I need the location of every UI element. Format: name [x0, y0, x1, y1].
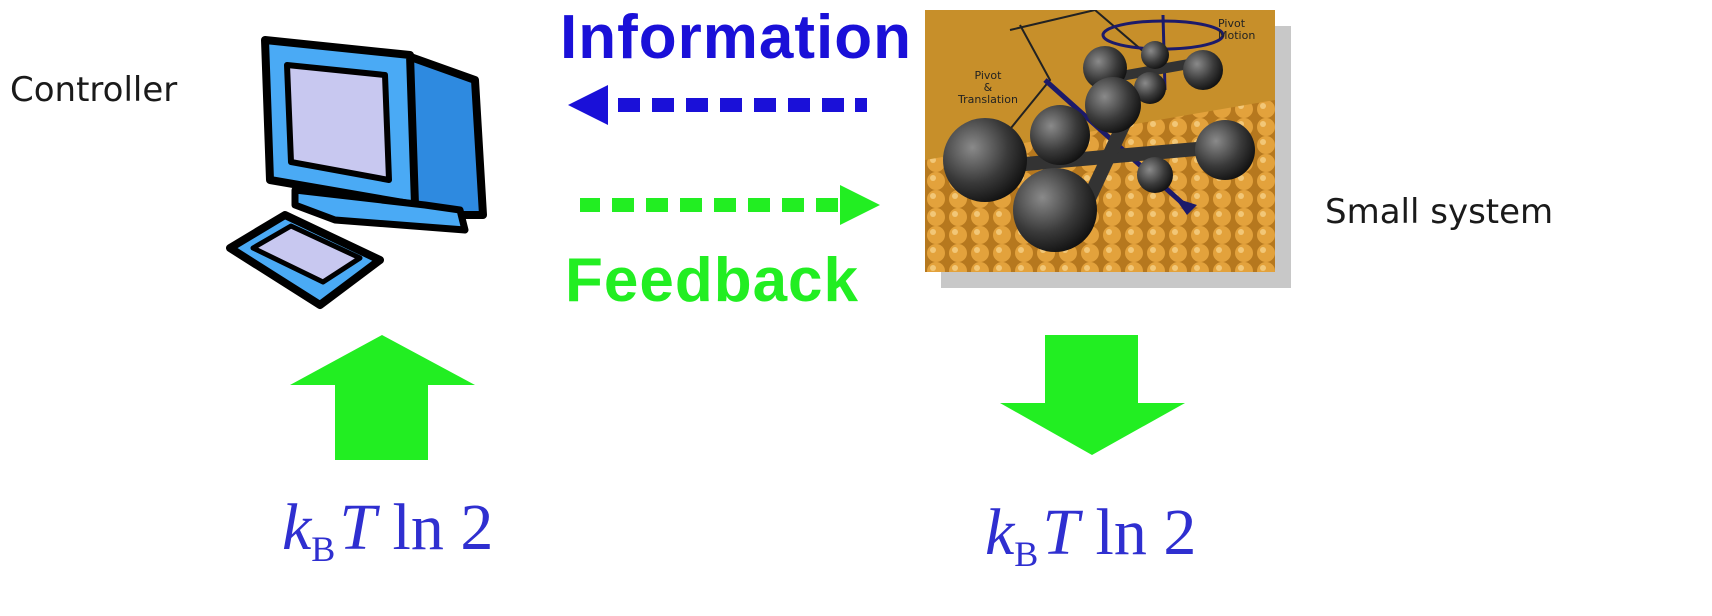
arrow-up-icon [290, 335, 475, 460]
formula-left-T: T [339, 491, 377, 564]
pivot-translation-line-1: Pivot [974, 69, 1002, 82]
feedback-arrow [580, 185, 880, 225]
pivot-translation-line-3: Translation [958, 93, 1018, 106]
information-arrow [568, 85, 867, 125]
small-system-label: Small system [1325, 192, 1554, 232]
formula-left-k: k [282, 491, 312, 564]
pivot-motion-line-2: Motion [1218, 29, 1256, 42]
information-label: Information [560, 3, 912, 72]
controller-label: Controller [10, 70, 178, 110]
formula-right: kBT ln 2 [985, 495, 1196, 575]
feedback-label: Feedback [565, 246, 860, 315]
formula-right-T: T [1042, 496, 1080, 569]
formula-left-two: 2 [460, 491, 494, 564]
pivot-translation-line-2: & [983, 81, 993, 94]
computer-icon [226, 36, 487, 309]
formula-left: kBT ln 2 [282, 490, 493, 570]
molecular-machine-image [925, 10, 1291, 288]
pivot-translation-label: Pivot & Translation [958, 70, 1018, 106]
pivot-motion-line-1: Pivot [1218, 17, 1246, 30]
formula-left-ln: ln [392, 491, 444, 564]
formula-right-two: 2 [1163, 496, 1197, 569]
formula-right-ln: ln [1095, 496, 1147, 569]
arrow-down-icon [1000, 335, 1185, 455]
formula-right-sub: B [1014, 534, 1039, 574]
formula-right-k: k [985, 496, 1015, 569]
formula-left-sub: B [311, 529, 336, 569]
pivot-motion-label: Pivot Motion [1218, 18, 1255, 42]
